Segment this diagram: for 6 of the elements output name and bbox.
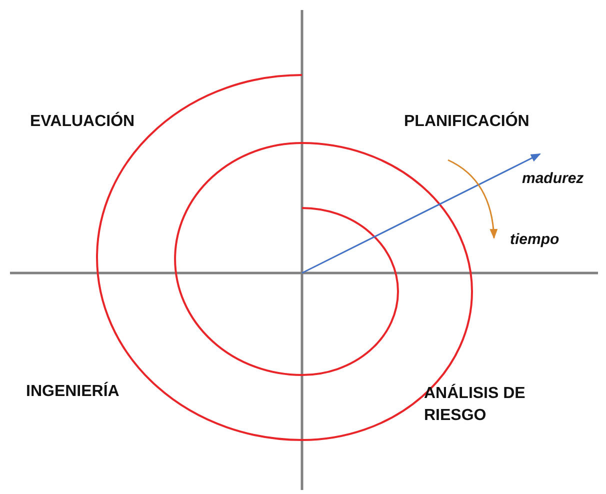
quadrant-label: INGENIERÍA	[26, 381, 120, 402]
quadrant-label: ANÁLISIS DE RIESGO	[424, 383, 526, 426]
axis-label: tiempo	[510, 230, 560, 250]
axis-label: madurez	[522, 169, 585, 189]
quadrant-label: EVALUACIÓN	[30, 111, 136, 132]
quadrant-label: PLANIFICACIÓN	[404, 111, 530, 132]
